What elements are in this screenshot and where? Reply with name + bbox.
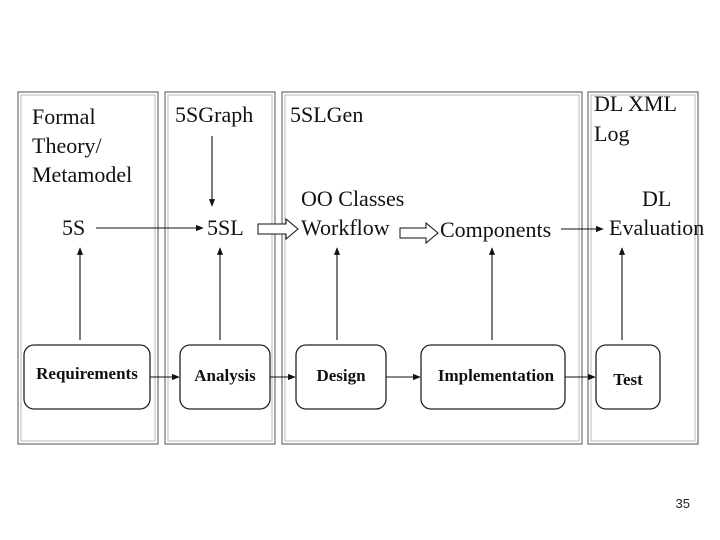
- lane-title-5sgraph: 5SGraph: [175, 102, 253, 127]
- phase-label-analysis: Analysis: [194, 366, 256, 385]
- lane-title-formal: Formal Theory/ Metamodel: [32, 104, 132, 187]
- node-workflow: Workflow: [301, 215, 390, 240]
- lane-title-dl-xml-log: DL XML Log: [594, 91, 682, 146]
- phase-label-requirements: Requirements: [36, 364, 138, 383]
- node-5s: 5S: [62, 215, 85, 240]
- phase-label-test: Test: [613, 370, 643, 389]
- block-arrow-5sl-to-workflow: [257, 217, 299, 241]
- node-components: Components: [440, 217, 551, 242]
- phase-label-implementation: Implementation: [438, 366, 555, 385]
- phase-box-test: [595, 344, 661, 410]
- node-dl-evaluation: DL Evaluation: [609, 186, 704, 240]
- lane-title-5slgen: 5SLGen: [290, 102, 363, 127]
- page-number: 35: [675, 496, 690, 511]
- node-oo-classes: OO Classes: [301, 186, 404, 211]
- phase-label-design: Design: [316, 366, 366, 385]
- block-arrow-workflow-to-components: [399, 221, 439, 245]
- node-5sl: 5SL: [207, 215, 244, 240]
